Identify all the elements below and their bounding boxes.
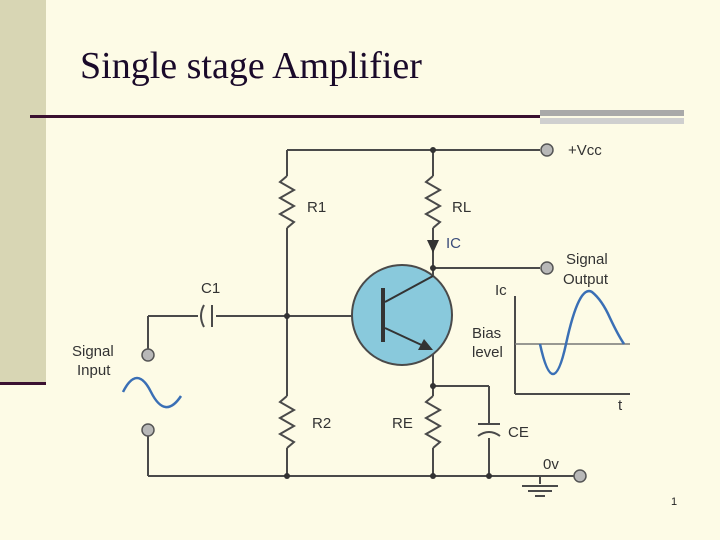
output-sine-wave	[538, 289, 626, 376]
r1-label: R1	[307, 199, 326, 216]
signal-input-label-line1: Signal	[72, 343, 114, 360]
r2-resistor	[277, 395, 297, 449]
title-rule-accent	[540, 110, 684, 116]
ground-terminal	[573, 469, 587, 483]
c1-label: C1	[201, 280, 220, 297]
ce-capacitor	[477, 423, 501, 437]
rl-label: RL	[452, 199, 471, 216]
slide-sidebar	[0, 0, 46, 385]
ce-label: CE	[508, 424, 529, 441]
signal-output-label-line1: Signal	[566, 251, 608, 268]
current-arrow-icon	[427, 240, 439, 253]
sidebar-accent	[0, 382, 46, 385]
input-terminal-top	[141, 348, 155, 362]
time-axis-label: t	[618, 397, 623, 414]
re-label: RE	[392, 415, 413, 432]
input-terminal-bottom	[141, 423, 155, 437]
vcc-terminal	[540, 143, 554, 157]
input-sine-wave	[121, 376, 183, 409]
junction-dot	[430, 147, 436, 153]
slide-title: Single stage Amplifier	[80, 45, 422, 87]
signal-output-label-line2: Output	[563, 271, 609, 288]
signal-input-label-line2: Input	[77, 362, 111, 379]
r1-resistor	[277, 175, 297, 229]
title-rule-accent-light	[540, 118, 684, 124]
page-number: 1	[671, 496, 678, 508]
vcc-label: +Vcc	[568, 142, 602, 159]
ground-icon	[522, 485, 558, 497]
title-rule	[30, 115, 540, 118]
ic-current-label: IC	[446, 235, 461, 252]
npn-transistor	[351, 264, 453, 366]
bias-level-label-line2: level	[472, 344, 503, 361]
junction-dot	[284, 313, 290, 319]
junction-dot	[430, 383, 436, 389]
r2-label: R2	[312, 415, 331, 432]
rl-resistor	[423, 175, 443, 229]
junction-dot	[430, 473, 436, 479]
c1-capacitor	[200, 304, 213, 328]
re-resistor	[423, 395, 443, 449]
junction-dot	[430, 265, 436, 271]
ground-label: 0v	[543, 456, 559, 473]
output-waveform-axes	[514, 296, 630, 395]
junction-dot	[486, 473, 492, 479]
bias-level-label-line1: Bias	[472, 325, 501, 342]
ic-axis-label: Ic	[495, 282, 507, 299]
junction-dot	[284, 473, 290, 479]
output-terminal	[540, 261, 554, 275]
